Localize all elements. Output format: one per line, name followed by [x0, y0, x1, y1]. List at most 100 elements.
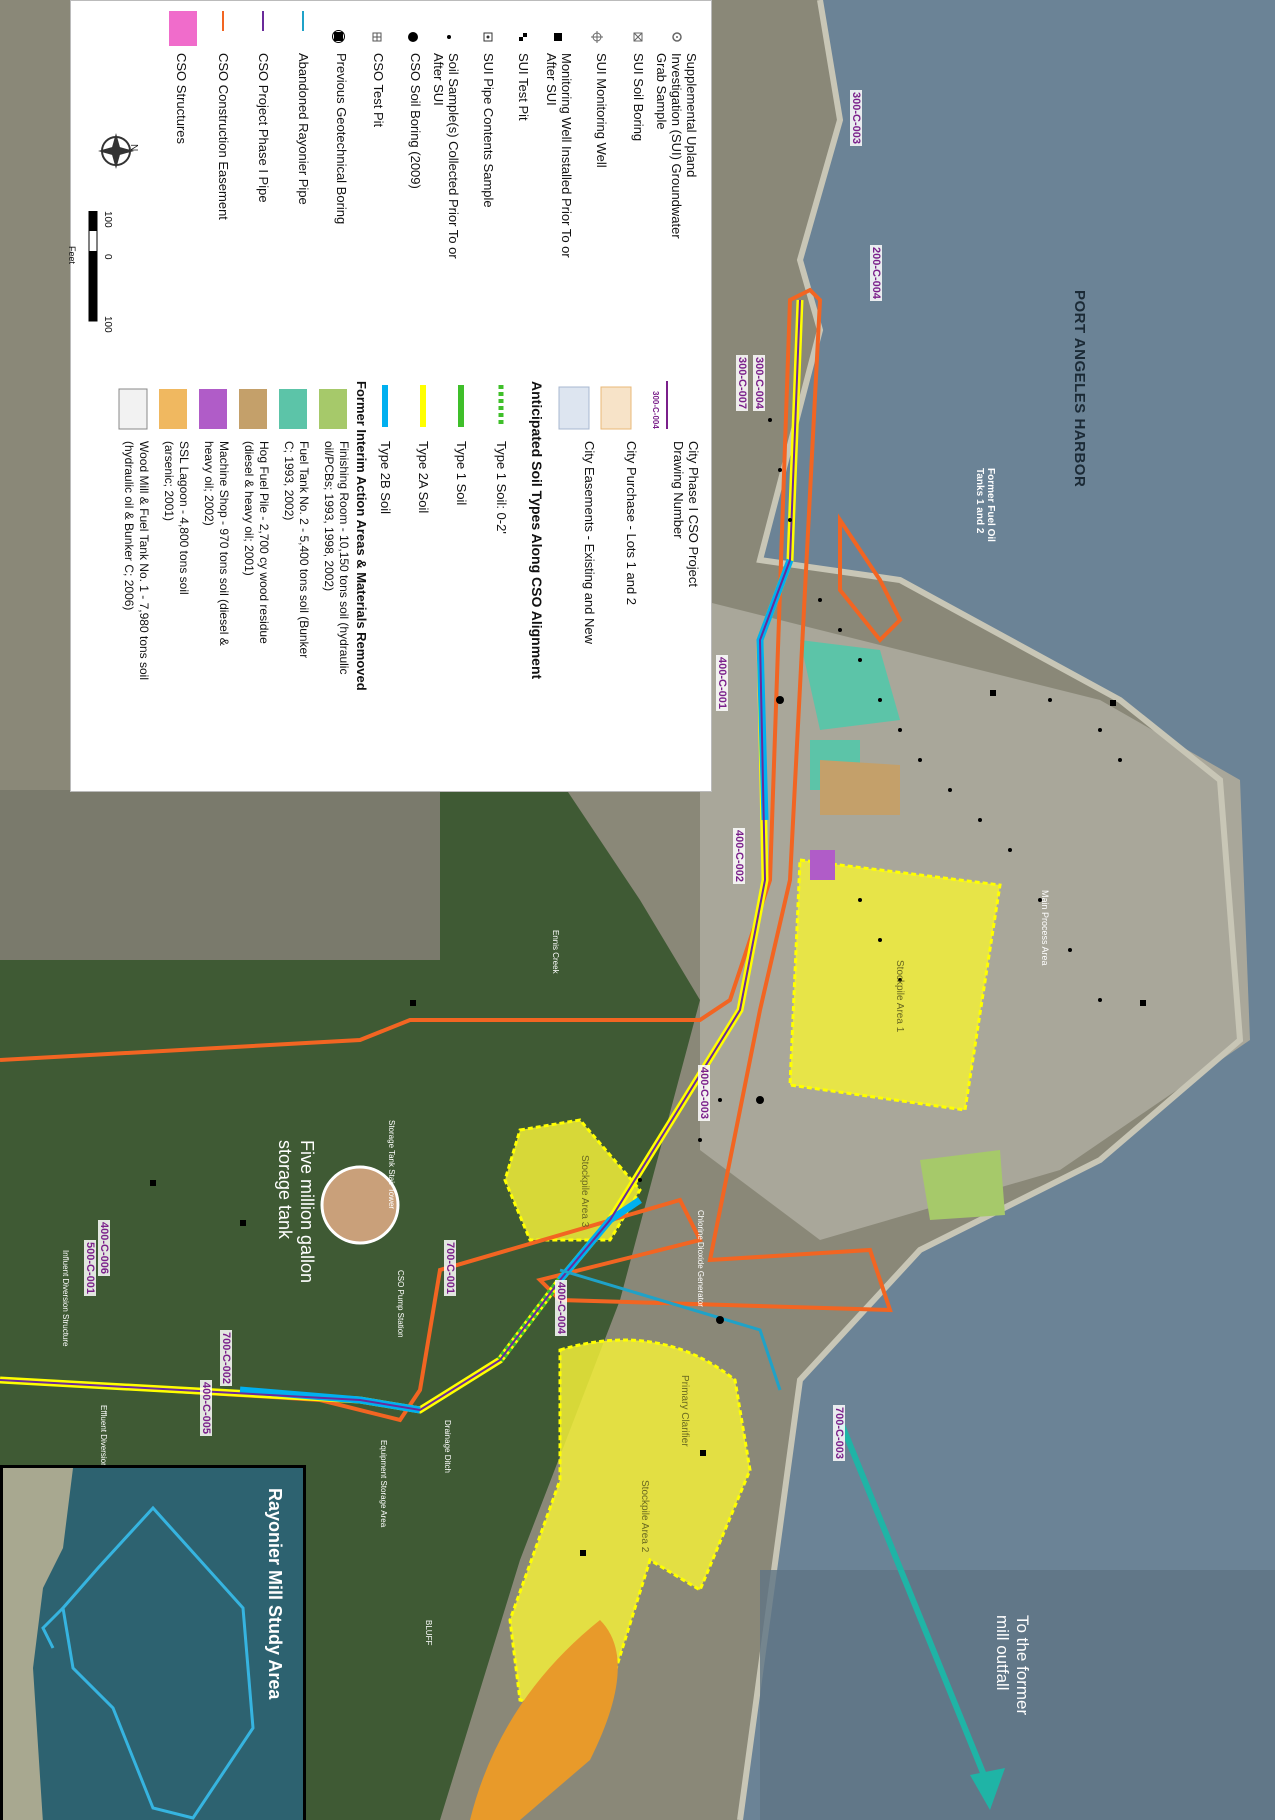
drawing-number-sample: 300-C-004: [651, 391, 660, 429]
drawing-number: 200-C-004: [870, 245, 882, 301]
drawing-number: 300-C-003: [850, 90, 862, 146]
scale-bar: [88, 211, 98, 322]
drawing-number: 500-C-001: [84, 1240, 96, 1296]
legend-item-label: CSO Structures: [174, 53, 189, 145]
legend-item-label: Soil Sample(s) Collected Prior To or Aft…: [431, 53, 461, 259]
scale-left-label: 100: [102, 211, 113, 228]
outfall-arrowhead: [970, 1768, 1005, 1810]
cso-pipe-centerline: [0, 299, 801, 1412]
cso-construction-easement: [0, 287, 893, 1423]
wood-mill-swatch: [118, 388, 148, 430]
stockpile-area-3: [503, 1118, 642, 1242]
stockpile-area-1: [788, 858, 1002, 1112]
machine-shop-swatch: [199, 389, 227, 429]
large-dot-icon: [408, 32, 418, 42]
legend-item-label: SUI Soil Boring: [631, 53, 646, 142]
north-label: N: [128, 144, 139, 152]
legend-item-label: CSO Construction Easement: [216, 53, 231, 220]
hog-fuel-swatch: [239, 389, 267, 429]
interim-item-label: Finishing Room - 10,150 tons soil (hydra…: [322, 441, 351, 675]
ennis-creek-label: Ennis Creek: [551, 930, 560, 974]
storage-tank: [320, 1165, 400, 1245]
cso-pump-station-label: CSO Pump Station: [396, 1270, 405, 1338]
legend-item-label: CSO Project Phase I Pipe: [256, 53, 271, 203]
legend-item-label: Abandoned Rayonier Pipe: [296, 53, 311, 205]
stockpile2-label: Stockpile Area 2: [639, 1480, 650, 1553]
boxed-dot-icon: [483, 32, 493, 42]
soil-item-label: Type 1 Soil: 0-2': [494, 441, 509, 534]
harbor-label: PORT ANGELES HARBOR: [1071, 290, 1088, 488]
storage-tower-label: Storage Tank Stair Tower: [387, 1120, 396, 1210]
legend-item-label: SUI Pipe Contents Sample: [481, 53, 496, 208]
drawing-number: 700-C-001: [444, 1240, 456, 1296]
stockpile3-label: Stockpile Area 3: [579, 1155, 590, 1228]
fuel-tank-2-swatch: [279, 389, 307, 429]
soil-item-label: Type 1 Soil: [454, 441, 469, 506]
shoreline: [737, 0, 1244, 1820]
north-arrow-icon: [98, 133, 134, 169]
ssl-lagoon-swatch: [159, 389, 187, 429]
legend-item-label: Previous Geotechnical Boring: [334, 53, 349, 225]
inset-map: [3, 1468, 303, 1820]
inset-title: Rayonier Mill Study Area: [265, 1488, 285, 1700]
soil-item-label: Type 2A Soil: [416, 441, 431, 514]
abandoned-rayonier-pipe: [559, 1268, 782, 1391]
machine-shop-area: [810, 850, 835, 880]
drawing-number: 700-C-002: [220, 1330, 232, 1386]
water-tile: [760, 1570, 1275, 1820]
circle-dot-icon: [672, 32, 682, 42]
drawing-number: 300-C-007: [736, 355, 748, 411]
chlorine-generator-label: Chlorine Dioxide Generator: [696, 1210, 705, 1307]
legend-item-label: CSO Test Pit: [371, 53, 386, 128]
stockpile1-label: Stockpile Area 1: [894, 960, 905, 1033]
former-fuel-label: Former Fuel Oil Tanks 1 and 2: [974, 468, 996, 542]
tank-label: Five million gallon storage tank: [275, 1140, 317, 1284]
soil-heading: Anticipated Soil Types Along CSO Alignme…: [529, 381, 545, 680]
map-legend: Supplemental Upland Investigation (SUI) …: [67, 0, 712, 792]
drawing-number: 400-C-004: [555, 1280, 567, 1336]
ringed-square-icon: [334, 32, 343, 41]
filled-square-icon: [554, 33, 562, 41]
drawing-number: 400-C-006: [98, 1220, 110, 1276]
drawing-number: 700-C-003: [833, 1405, 845, 1461]
legend-item-label: Supplemental Upland Investigation (SUI) …: [654, 53, 699, 239]
drawing-number: 400-C-001: [716, 655, 728, 711]
legend-right-label: City Purchase - Lots 1 and 2: [624, 441, 639, 606]
legend-symbols: [98, 11, 682, 169]
legend-item-label: SUI Test Pit: [516, 53, 531, 121]
fuel-tank-easement: [838, 513, 903, 643]
city-purchase-swatch: [600, 386, 632, 430]
interim-item-label: Machine Shop - 970 tons soil (diesel & h…: [202, 441, 231, 646]
city-easements-swatch: [558, 386, 590, 430]
outfall-arrow: [837, 1418, 993, 1792]
drawing-number: 400-C-003: [698, 1065, 710, 1121]
ssl-lagoon-area: [470, 1620, 618, 1820]
interim-item-label: Hog Fuel Pile - 2,700 cy wood residue (d…: [242, 441, 271, 644]
influent-diversion-label: Influent Diversion Structure: [61, 1250, 70, 1347]
drawing-number: 300-C-004: [753, 355, 765, 411]
soil-item-label: Type 2B Soil: [378, 441, 393, 514]
hog-fuel-area: [820, 760, 900, 815]
legend-swatches: [118, 381, 668, 430]
drainage-ditch-label: Drainage Ditch: [443, 1420, 452, 1473]
legend-item-label: CSO Soil Boring (2009): [408, 53, 423, 189]
scale-unit-label: Feet: [67, 246, 77, 265]
boxed-x-icon: [633, 32, 643, 42]
fuel-tank-2-area: [800, 640, 900, 730]
legend-right-label: City Phase I CSO Project Drawing Number: [671, 441, 701, 587]
sample-squares: [150, 690, 1146, 1556]
drawing-number: 400-C-002: [733, 828, 745, 884]
outfall-label: To the former mill outfall: [993, 1615, 1032, 1716]
interim-item-label: SSL Lagoon - 4,800 tons soil (arsenic; 2…: [162, 441, 191, 595]
interim-item-label: Fuel Tank No. 2 - 5,400 tons soil (Bunke…: [282, 441, 311, 659]
primary-clarifier-label: Primary Clarifier: [679, 1375, 690, 1447]
equipment-storage-label: Equipment Storage Area: [379, 1440, 388, 1528]
drawing-number: 400-C-005: [200, 1380, 212, 1436]
legend-item-label: Monitoring Well Installed Prior To or Af…: [544, 53, 574, 258]
interim-heading: Former Interim Action Areas & Materials …: [354, 381, 369, 691]
main-process-label: Main Process Area: [1040, 890, 1050, 966]
interim-item-label: Wood Mill & Fuel Tank No. 1 - 7,980 tons…: [122, 441, 151, 681]
sample-points: [638, 418, 1122, 1324]
inset-locator-map: Rayonier Mill Study Area: [0, 1465, 306, 1820]
